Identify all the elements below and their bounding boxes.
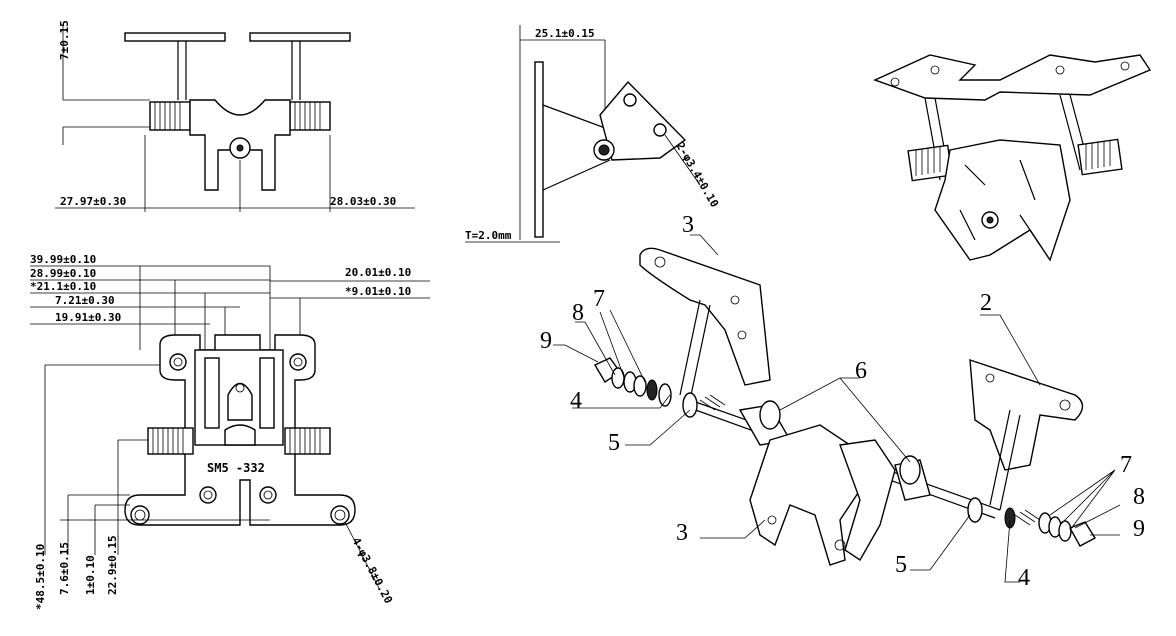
side-view: 25.1±0.15 2-φ3.4±0.10 T=2.0mm	[465, 25, 721, 243]
dim-48-5: *48.5±0.10	[34, 544, 47, 610]
left-spring-stack	[594, 357, 726, 418]
dim-28-99: 28.99±0.10	[30, 267, 96, 280]
callout-4-right: 4	[1018, 565, 1030, 591]
thickness-note: T=2.0mm	[465, 229, 512, 242]
callout-5-left: 5	[608, 430, 620, 456]
dim-20-01: 20.01±0.10	[345, 266, 411, 279]
dim-25-1: 25.1±0.15	[535, 27, 595, 40]
dim-7-6: 7.6±0.15	[58, 542, 71, 595]
callout-8-right: 8	[1133, 484, 1145, 510]
left-spring	[149, 101, 191, 131]
front-view: 7±0.15 27.97±0.30 28.03±0.30	[55, 20, 415, 212]
callout-3-top: 3	[682, 212, 694, 238]
callout-6: 6	[855, 358, 867, 384]
callout-9-right: 9	[1133, 516, 1145, 542]
callout-9-left: 9	[540, 328, 552, 354]
dim-21-1: *21.1±0.10	[30, 280, 96, 293]
hole-note: 4-φ3.8±0.20	[349, 535, 395, 605]
right-spring-stack	[967, 497, 1096, 547]
dim-19-91: 19.91±0.30	[55, 311, 121, 324]
callout-8-left: 8	[572, 300, 584, 326]
dim-7-21: 7.21±0.30	[55, 294, 115, 307]
part-mark: SM5 -332	[207, 461, 265, 475]
callout-7-left: 7	[593, 286, 605, 312]
callout-4-left: 4	[570, 388, 582, 414]
dim-1: 1±0.10	[84, 555, 97, 595]
callout-3-bottom: 3	[676, 520, 688, 546]
dim-28-03: 28.03±0.30	[330, 195, 396, 208]
callout-2: 2	[980, 290, 992, 316]
dim-22-9: 22.9±0.15	[106, 535, 119, 595]
dim-27-97: 27.97±0.30	[60, 195, 126, 208]
dim-7: 7±0.15	[58, 20, 71, 60]
dim-39-99: 39.99±0.10	[30, 253, 96, 266]
callout-7-right: 7	[1120, 452, 1132, 478]
isometric-view	[873, 54, 1152, 262]
callout-5-right: 5	[895, 552, 907, 578]
dim-hole-3-4: 2-φ3.4±0.10	[673, 140, 721, 210]
right-spring	[289, 101, 331, 131]
top-view: 39.99±0.10 28.99±0.10 *21.1±0.10 7.21±0.…	[30, 253, 430, 610]
dim-9-01: *9.01±0.10	[345, 285, 411, 298]
exploded-view: 3 9 8 7 4 5 6 3 2 7 8 9 5 4	[540, 212, 1145, 591]
